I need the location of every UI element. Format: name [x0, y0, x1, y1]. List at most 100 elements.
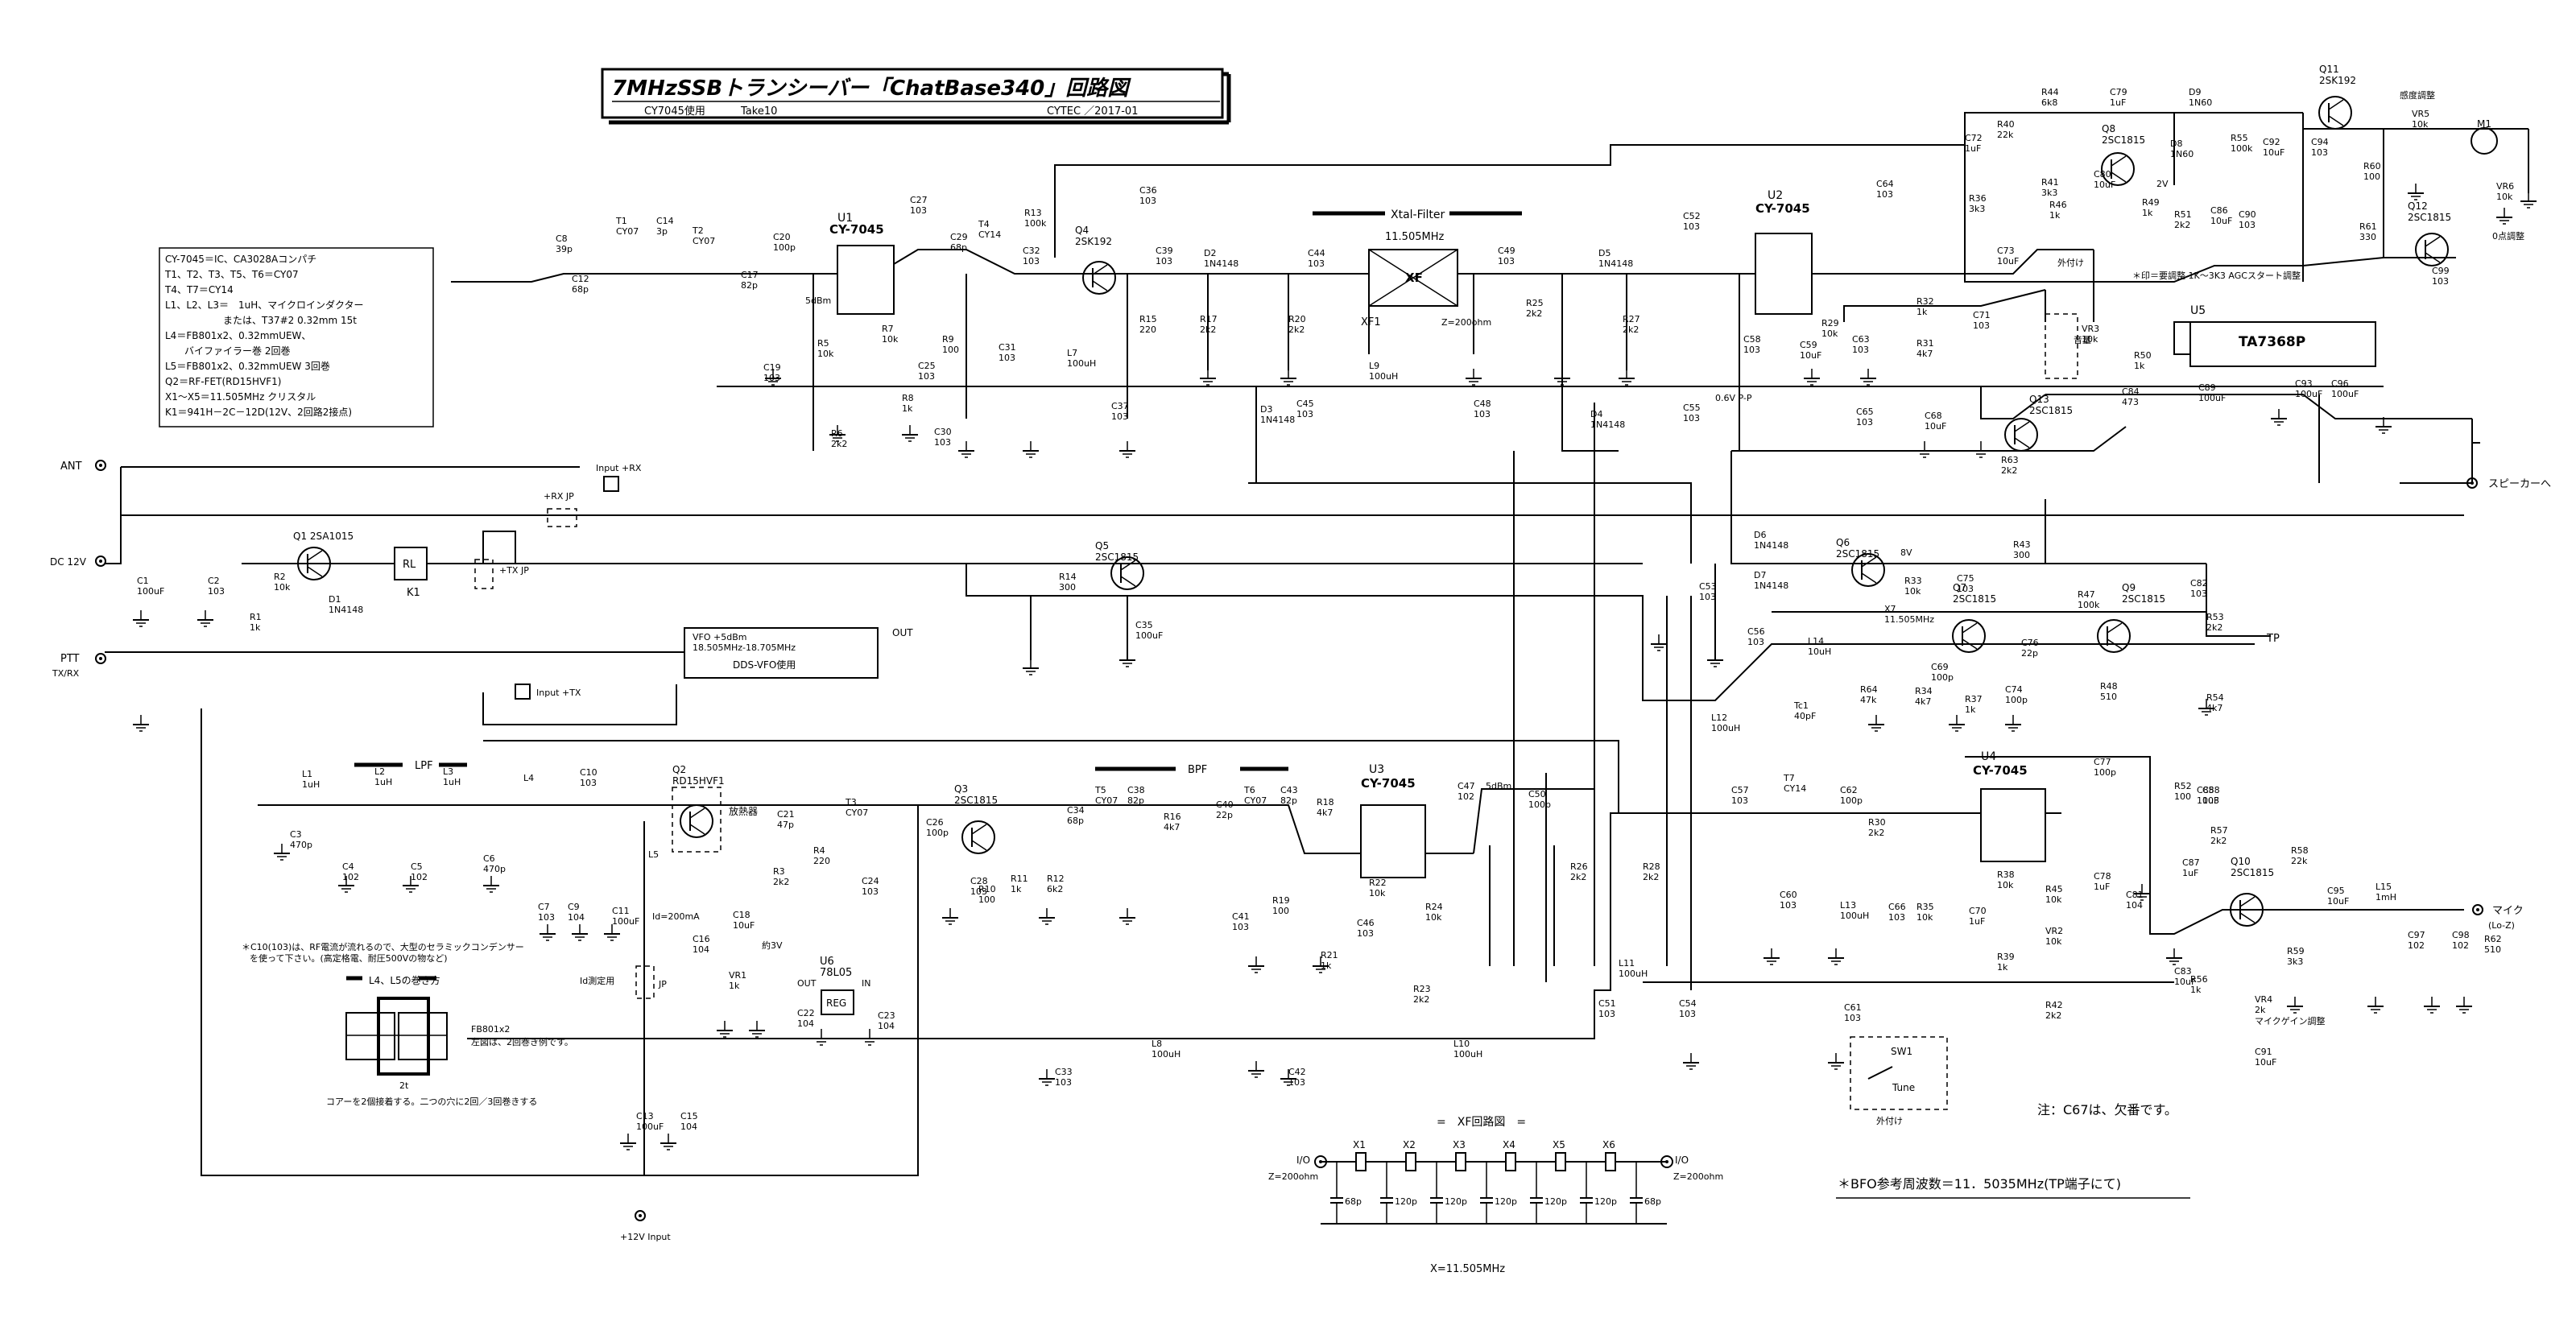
xf-cap-label: 120p: [1594, 1196, 1617, 1207]
notes-line: Q2＝RF-FET(RD15HVF1): [165, 376, 281, 387]
component-value: CY07: [1244, 795, 1267, 806]
component-value: 47k: [1860, 695, 1877, 705]
component-ref: C85: [2197, 785, 2214, 795]
component-ref: C40: [1216, 799, 1234, 810]
component-ref: C20: [773, 232, 791, 242]
component-value: 2k2: [2174, 220, 2190, 230]
component-value: 1k: [1011, 884, 1022, 894]
component-ref: C9: [568, 902, 580, 912]
component-value: 103: [2311, 147, 2328, 158]
component-ref: C28: [970, 876, 988, 886]
component-ref: C62: [1840, 785, 1858, 795]
component-value: 102: [2408, 940, 2425, 951]
component-value: 100k: [1024, 218, 1047, 229]
component-value: 68p: [950, 242, 967, 253]
component-ref: L8: [1152, 1039, 1162, 1049]
component-value: 1N4148: [1204, 258, 1238, 269]
component-ref: X7: [1884, 604, 1896, 614]
component-ref: R40: [1997, 119, 2015, 130]
xf-crystal: [1405, 1152, 1416, 1171]
component-ref: R61: [2359, 221, 2377, 232]
component-ref: C26: [926, 817, 944, 828]
component-ref: R11: [1011, 874, 1028, 884]
q6-symbol: [1851, 553, 1885, 587]
component-value: 103: [1780, 900, 1797, 911]
component-ref: C24: [862, 876, 879, 886]
component-ref: T6: [1243, 785, 1255, 795]
component-ref: VR5: [2412, 109, 2429, 119]
component-value: 103: [1296, 409, 1313, 419]
component-value: 100p: [773, 242, 796, 253]
io-left-label: I/O: [1296, 1154, 1310, 1166]
component-ref: L9: [1369, 361, 1379, 371]
component-value: 100: [2363, 171, 2380, 182]
component-value: 10k: [2082, 334, 2098, 345]
component-value: 2k2: [2210, 836, 2227, 846]
component-ref: R27: [1623, 314, 1640, 324]
u2-label: U2: [1768, 189, 1783, 202]
component-value: 2k2: [1200, 324, 1216, 335]
speaker-label: スピーカーへ: [2488, 478, 2551, 490]
component-value: 10k: [882, 334, 899, 345]
component-value: 10uF: [2255, 1057, 2276, 1068]
component-value: 100p: [1931, 672, 1954, 683]
component-value: 2k2: [2001, 465, 2017, 476]
wiring: [105, 112, 2529, 1176]
component-ref: R20: [1288, 314, 1306, 324]
q13-symbol: [2004, 418, 2038, 452]
component-ref: R30: [1868, 817, 1886, 828]
component-ref: R1: [250, 612, 262, 622]
q1-symbol: [297, 547, 331, 580]
q3-part: 2SC1815: [954, 795, 998, 806]
xf-cap-label: 120p: [1495, 1196, 1517, 1207]
component-ref: R55: [2231, 133, 2248, 143]
xf-crystal: [1505, 1152, 1516, 1171]
component-value: 2k2: [1570, 872, 1586, 882]
component-value: 10k: [2496, 192, 2513, 202]
u6-part: 78L05: [820, 967, 852, 979]
component-value: 10uF: [2094, 180, 2115, 190]
component-ref: D5: [1598, 248, 1611, 258]
component-value: 1uF: [2182, 868, 2198, 878]
jp-label: JP: [658, 979, 667, 989]
component-value: 3k3: [1969, 204, 1985, 214]
component-ref: R42: [2045, 1000, 2063, 1010]
component-value: 1k: [2142, 208, 2153, 218]
component-value: 10k: [1821, 328, 1838, 339]
component-ref: R24: [1425, 902, 1443, 912]
component-ref: R31: [1916, 338, 1934, 349]
component-ref: VR4: [2255, 994, 2272, 1005]
q2-symbol: [680, 804, 713, 838]
component-value: 100uH: [1840, 911, 1869, 921]
xf-cap-label: 68p: [1345, 1196, 1362, 1207]
u5-part: TA7368P: [2239, 334, 2305, 350]
component-value: 100uH: [1152, 1049, 1180, 1059]
component-ref: C80: [2094, 169, 2111, 180]
component-ref: C84: [2122, 386, 2140, 397]
component-ref: C39: [1156, 246, 1173, 256]
vfo-block: VFO +5dBm 18.505MHz-18.705MHz DDS-VFO使用 …: [684, 627, 913, 679]
component-value: 100uH: [1619, 969, 1648, 979]
component-ref: C97: [2408, 930, 2425, 940]
q12-part: 2SC1815: [2408, 212, 2451, 223]
component-ref: C77: [2094, 757, 2111, 767]
q13-label: Q13: [2029, 394, 2049, 405]
notes-line: X1～X5＝11.505MHz クリスタル: [165, 391, 316, 403]
q10-part: 2SC1815: [2231, 867, 2274, 878]
component-ref: T1: [615, 216, 627, 226]
component-ref: VR3: [2082, 324, 2099, 334]
component-ref: R59: [2287, 946, 2305, 956]
component-ref: R45: [2045, 884, 2063, 894]
v2-label: 2V: [2156, 179, 2169, 189]
component-ref: R2: [274, 572, 286, 582]
component-value: 10uF: [2263, 147, 2284, 158]
component-ref: C79: [2110, 87, 2127, 97]
ic-u5: U5 TA7368P: [2173, 304, 2376, 367]
component-ref: C75: [1957, 573, 1974, 584]
c10-note-line2: を使って下さい。(高定格電、耐圧500Vの物など): [250, 952, 448, 964]
q11-part: 2SK192: [2319, 75, 2356, 86]
component-ref: R35: [1916, 902, 1934, 912]
component-value: 10k: [1425, 912, 1442, 923]
